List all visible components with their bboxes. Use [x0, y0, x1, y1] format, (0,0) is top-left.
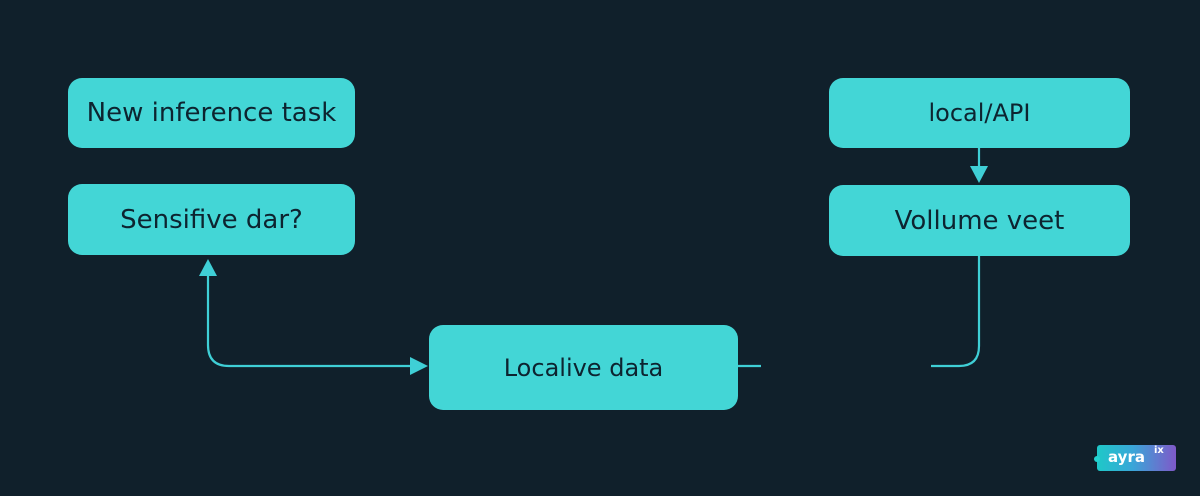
node-new-inference-task: New inference task: [68, 78, 355, 148]
node-sensitive-data: Sensifive dar?: [68, 184, 355, 255]
arrowhead-right-local-data: [410, 357, 428, 375]
arrowhead-down-volume: [970, 166, 988, 183]
node-label: Sensifive dar?: [120, 204, 303, 235]
node-local-data: Localive data: [429, 325, 738, 410]
logo-text: ayra: [1108, 448, 1145, 466]
connector-sensitive-to-local-data: [206, 264, 419, 368]
brand-logo: ayra ix: [1094, 445, 1176, 471]
node-volume: Vollume veet: [829, 185, 1130, 256]
logo-dot-icon: [1094, 456, 1100, 462]
connector-volume-down: [931, 256, 981, 368]
node-label: Localive data: [503, 353, 664, 382]
logo-superscript: ix: [1154, 445, 1164, 456]
node-label: local/API: [928, 99, 1031, 127]
node-local-api: local/API: [829, 78, 1130, 148]
arrowhead-up-sensitive: [199, 259, 217, 276]
node-label: Vollume veet: [894, 205, 1065, 236]
node-label: New inference task: [86, 98, 337, 128]
